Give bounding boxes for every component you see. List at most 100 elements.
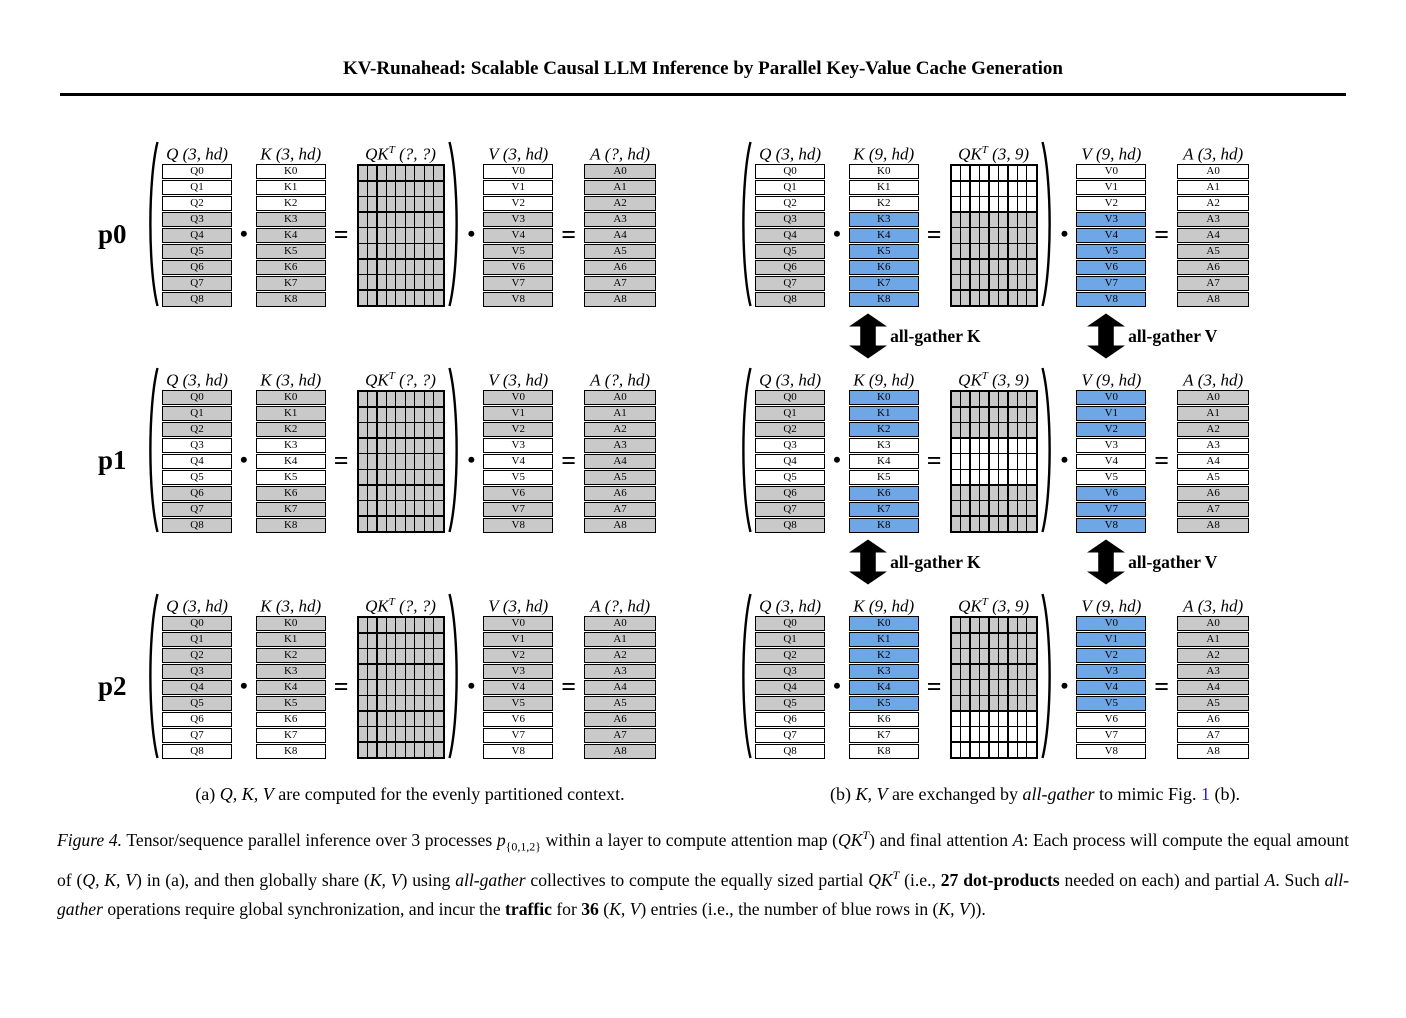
grid-cell [1018,485,1027,500]
dot-operator: • [467,221,476,246]
grid-cell [999,290,1008,305]
matrix-cell: K5 [255,469,326,486]
matrix-cell: A5 [584,469,657,486]
matrix-cell: V5 [1076,243,1147,260]
title-rule [60,93,1346,96]
grid-cell [1018,290,1027,305]
matrix-cell: V4 [1076,453,1147,470]
matrix-cell: A6 [584,259,657,275]
equals-operator: = [926,672,942,701]
grid-cell [951,469,960,485]
matrix-cell: A8 [584,517,657,533]
spacer [98,534,659,592]
grid-cell [970,392,979,407]
grid-cell [377,727,386,742]
matrix-cell: A0 [584,616,657,632]
grid-cell [1018,438,1027,453]
grid-cell [434,438,443,453]
grid-cell [405,711,415,726]
matrix-cell: Q0 [755,164,826,180]
matrix-cell: V3 [1076,437,1147,454]
grid-cell [1018,727,1027,742]
dot-operator: • [240,673,248,698]
grid-cell [1008,290,1017,305]
grid-cell [980,275,989,290]
matrix-cell: Q1 [162,631,232,648]
grid-cell [961,633,970,648]
grid-cell [1008,392,1017,407]
matrix-cell: A2 [584,195,657,212]
grid-cell [961,407,970,422]
grid-cell [405,290,415,305]
matrix-cell: V1 [1076,405,1147,422]
matrix-cell: A6 [1177,259,1250,275]
grid-cell [961,695,970,711]
grid-cell [434,423,443,438]
matrix-cell: K5 [848,695,919,712]
grid-cell [1018,228,1027,243]
grid-cell [358,228,367,243]
grid-cell [970,680,979,695]
equals-operator: = [561,672,577,701]
grid-cell [1027,516,1036,531]
matrix-cell: V6 [1076,711,1147,727]
grid-cell [980,259,989,274]
grid-cell [989,407,998,422]
grid-cell [951,290,960,305]
matrix-cell: V7 [483,501,554,517]
matrix-cell: A7 [1177,727,1250,743]
grid-cell [434,166,443,181]
close-paren-icon [1040,593,1051,759]
matrix-title: A (3, hd) [1183,596,1244,616]
matrix-cell: V0 [1076,164,1147,180]
matrix-cell: V0 [483,164,554,180]
grid-cell [424,392,434,407]
matrix-cell: A5 [584,695,657,712]
grid-cell [951,695,960,711]
grid-cell [424,664,434,679]
matrix-cell: Q8 [755,517,826,533]
matrix-cell: V8 [1076,517,1147,533]
grid-cell [989,290,998,305]
grid-cell [961,259,970,274]
grid-cell [424,516,434,531]
double-arrow-icon [1087,313,1126,359]
grid-cell [1018,197,1027,212]
grid-cell [396,212,405,227]
grid-cell [434,392,443,407]
matrix-title: QKT (3, 9) [958,370,1029,390]
matrix-title: K (9, hd) [853,144,915,164]
matrix-cell: Q3 [755,437,826,454]
grid-cell [999,243,1008,259]
matrix-cell: Q5 [755,469,826,486]
grid-cell [999,664,1008,679]
grid-cell [396,438,405,453]
figure-1-link[interactable]: 1 [1200,784,1210,804]
grid-cell [415,438,424,453]
matrix-cell: A3 [584,211,657,228]
grid-cell [368,454,377,469]
matrix-cell: V7 [1076,727,1147,743]
grid-cell [358,454,367,469]
process-label-p1: p1 [98,445,127,475]
matrix-cell: Q5 [755,243,826,260]
grid-cell [358,680,367,695]
grid-cell [358,695,367,711]
grid-cell [396,290,405,305]
grid-cell [961,275,970,290]
grid-cell [405,212,415,227]
grid-cell [951,501,960,516]
grid-cell [434,275,443,290]
grid-cell [1008,618,1017,633]
grid-cell [358,727,367,742]
grid-cell [951,454,960,469]
grid-cell [1008,664,1017,679]
matrix-cell: Q5 [162,469,232,486]
open-paren-icon [742,141,752,307]
grid-cell [424,454,434,469]
grid-cell [980,197,989,212]
matrix-cell: A6 [1177,485,1250,501]
